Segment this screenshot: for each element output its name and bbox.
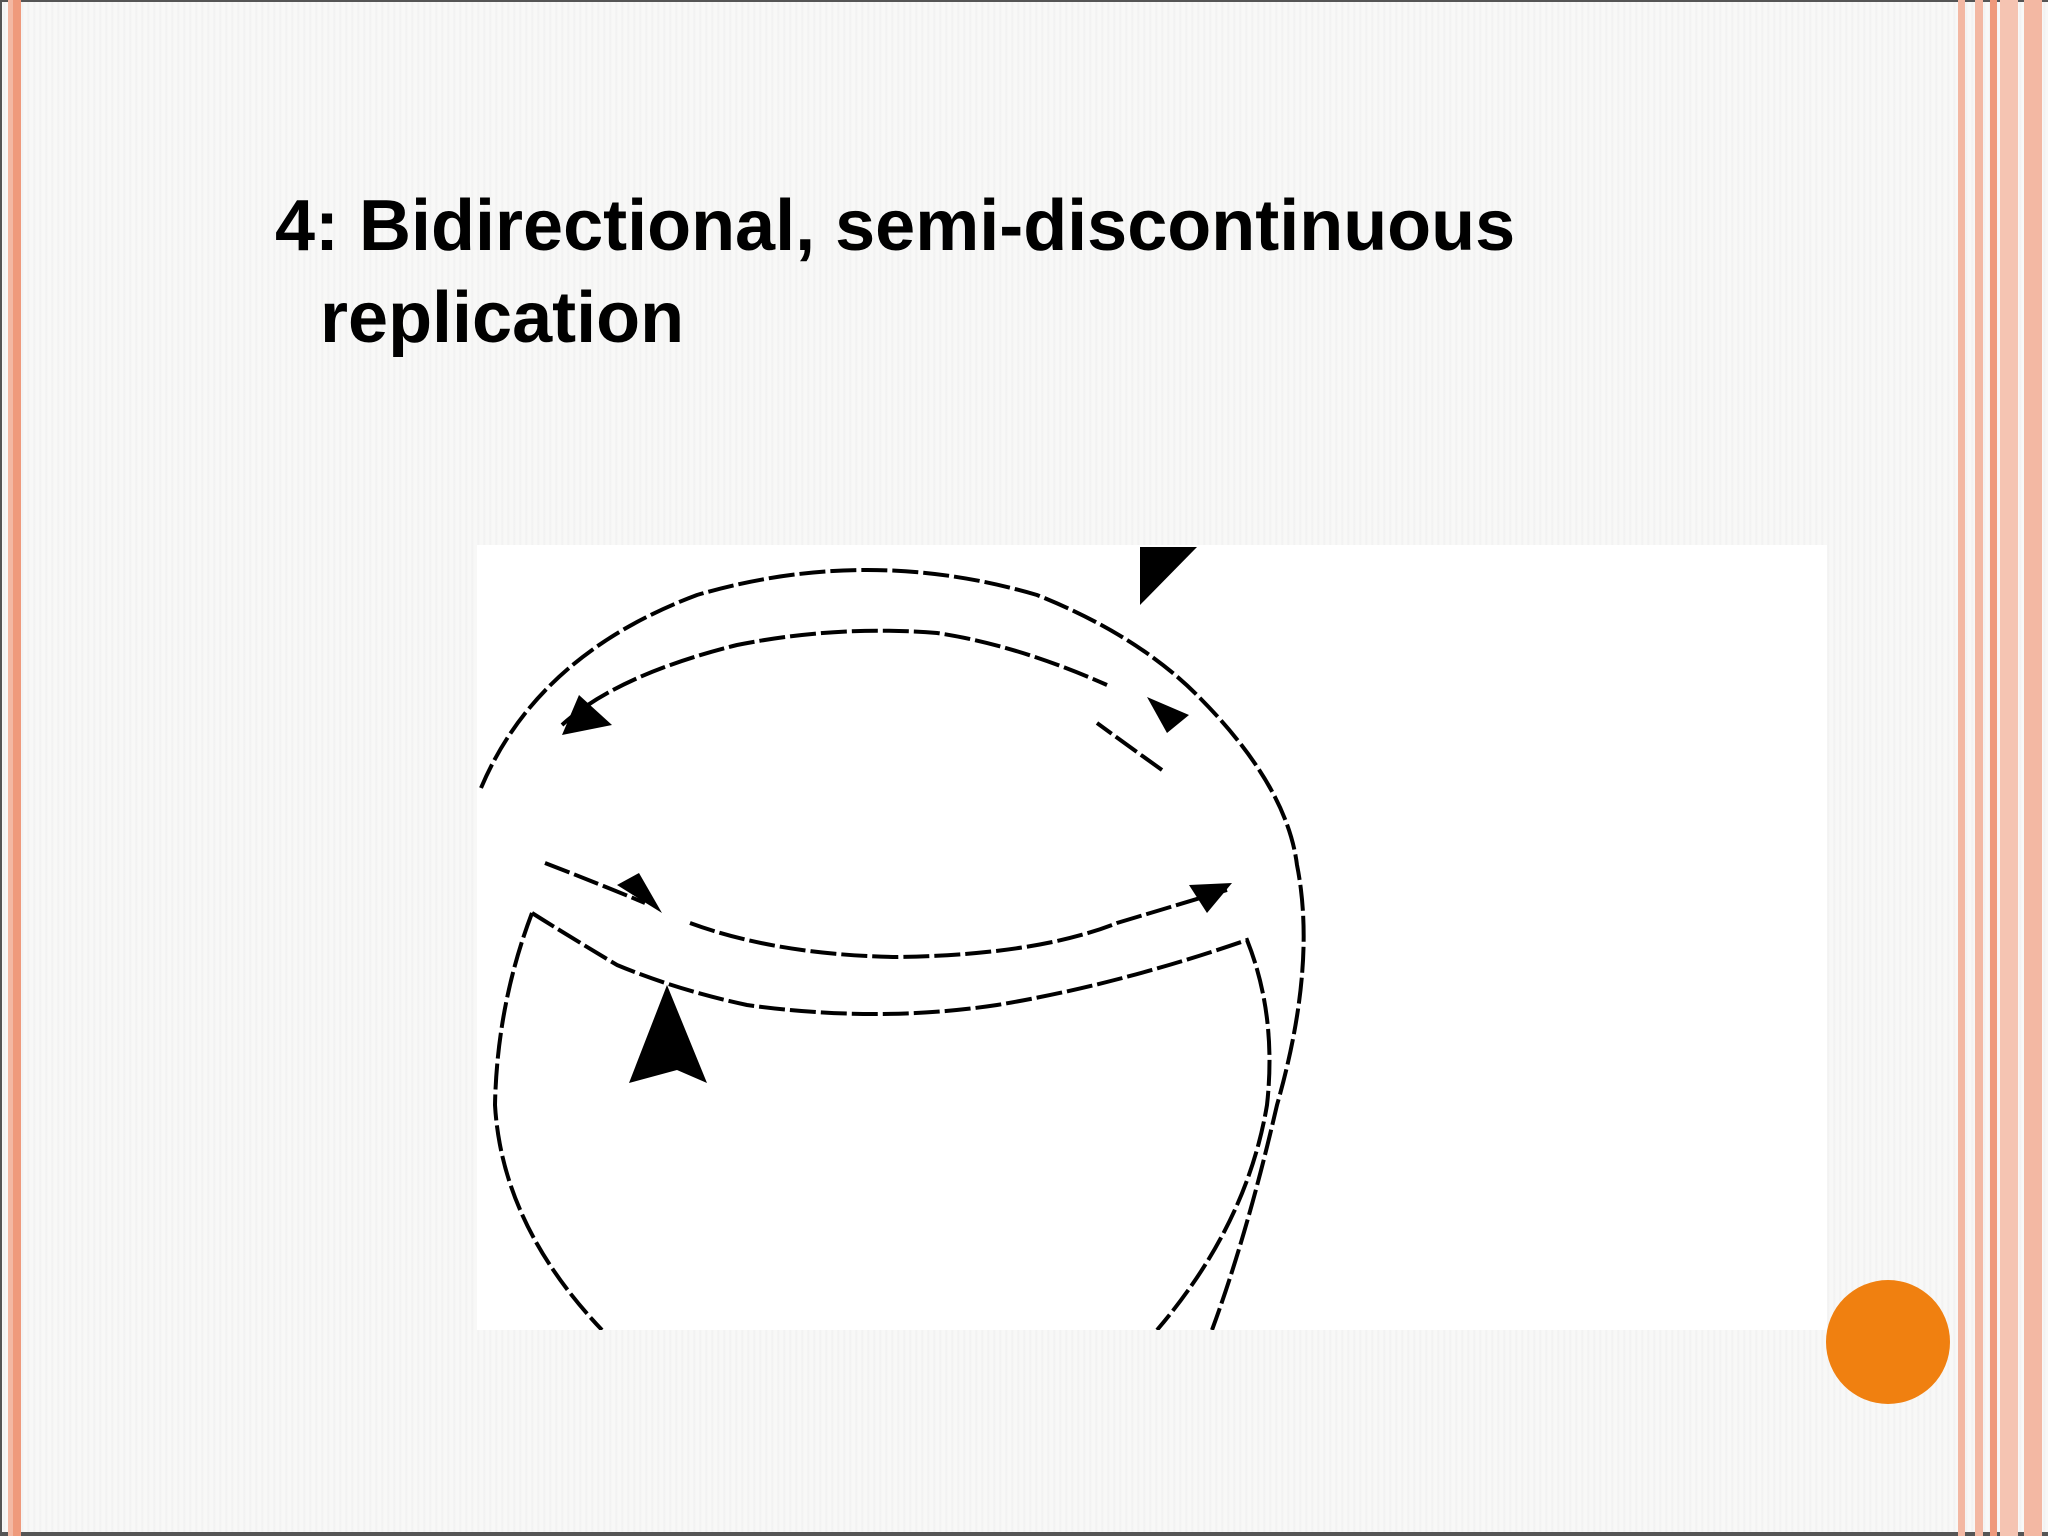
frame-border-bottom — [0, 1532, 2048, 1536]
frame-border-left — [0, 0, 2, 1536]
leading-strand-middle — [689, 888, 1228, 960]
arrow-icon — [1189, 883, 1232, 913]
replication-fork-marker-icon — [1140, 547, 1197, 605]
lagging-fragment-top-right — [1095, 721, 1164, 772]
slide-title-line-1: 4: Bidirectional, semi-discontinuous — [275, 186, 1516, 266]
replication-diagram — [477, 545, 1827, 1330]
right-border-stripe — [1990, 0, 1997, 1536]
frame-border-top — [0, 0, 2048, 2]
right-border-stripe — [1958, 0, 1965, 1536]
replication-diagram-svg — [479, 547, 1306, 1330]
right-border-stripe — [2024, 0, 2042, 1536]
right-border-stripe — [1975, 0, 1983, 1536]
replication-fork-marker-icon — [629, 985, 707, 1083]
arrow-icon — [1147, 697, 1189, 733]
outer-parental-strand — [479, 568, 1306, 1330]
lagging-fragment-middle-left — [544, 861, 646, 905]
arrow-icon — [617, 873, 662, 913]
arrow-icon — [562, 695, 612, 735]
left-border-stripe — [8, 0, 13, 1536]
leading-strand-top — [560, 628, 1108, 727]
inner-daughter-strand-left — [492, 912, 604, 1330]
slide-title-line-2: replication — [320, 278, 685, 358]
left-border-stripe — [13, 0, 21, 1536]
decorative-dot-icon — [1826, 1280, 1950, 1404]
inner-daughter-strand — [530, 911, 1272, 1330]
slide-title: 4: Bidirectional, semi-discontinuous rep… — [275, 180, 1775, 364]
right-border-stripe — [2000, 0, 2018, 1536]
